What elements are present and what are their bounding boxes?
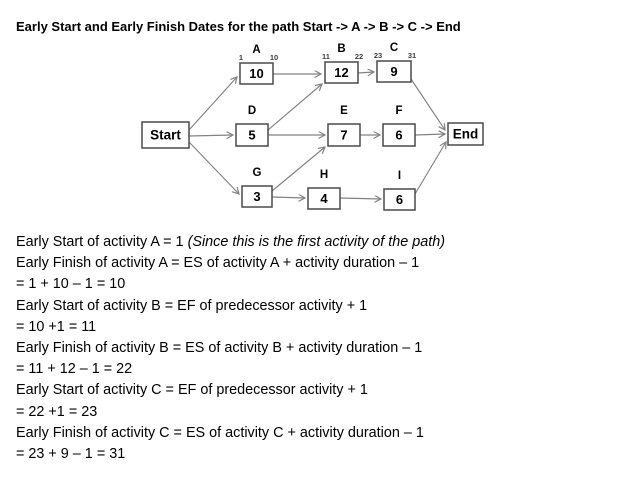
line-text: = 11 + 12 – 1 = 22 [16,361,133,378]
node-F: 6F [382,105,416,147]
node-H: 4H [307,169,341,210]
node-duration: 3 [253,189,260,204]
edge-C-end [410,78,445,130]
node-B: 12 B 11 22 [322,43,363,84]
edge-H-I [339,198,381,199]
node-label: Start [150,128,181,143]
line-text: = 22 +1 = 23 [16,403,98,420]
line-text: Early Finish of activity A = ES of activ… [16,255,420,272]
explanation-line-2: Early Finish of activity A = ES of activ… [16,253,626,274]
node-E: 7E [327,105,361,147]
line-text: = 10 +1 = 11 [16,318,97,335]
activity-letter: D [248,105,256,117]
node-label: End [453,127,479,142]
node-A: 10 A1 10 [239,44,278,85]
line-text: Early Start of activity C = EF of predec… [16,382,368,399]
node-D: 5D [235,105,269,147]
node-duration: 12 [334,65,348,80]
node-start: Start [141,121,190,149]
explanation-line-3: = 1 + 10 – 1 = 10 [16,274,626,295]
activity-letter: B [337,43,345,55]
edge-F-end [414,134,445,135]
edge-start-A [188,77,237,131]
slide-title: Early Start and Early Finish Dates for t… [16,19,461,34]
node-end: End [447,122,484,146]
node-duration: 6 [396,192,403,207]
early-finish-value: 22 [355,52,363,61]
explanation-text: Early Start of activity A = 1 (Since thi… [16,232,626,465]
node-duration: 4 [320,191,328,206]
early-finish-value: 10 [270,53,278,62]
edge-start-D [188,135,233,136]
early-start-value: 23 [374,51,382,60]
line-text: Early Finish of activity B = ES of activ… [16,340,423,357]
explanation-line-6: Early Finish of activity B = ES of activ… [16,338,626,359]
activity-letter: I [398,170,401,182]
edge-G-H [271,197,305,198]
node-C: 9 C 23 31 [374,42,416,83]
line-text: Early Finish of activity C = ES of activ… [16,424,424,441]
explanation-line-10: Early Finish of activity C = ES of activ… [16,423,626,444]
line-text: = 1 + 10 – 1 = 10 [16,276,126,293]
explanation-line-1: Early Start of activity A = 1 (Since thi… [16,232,626,253]
edge-I-end [414,142,446,195]
edge-D-B [267,84,322,131]
line-text: Early Start of activity A = 1 [16,234,188,250]
edge-B-C [357,72,374,73]
explanation-line-7: = 11 + 12 – 1 = 22 [16,359,626,380]
node-duration: 5 [248,128,255,143]
activity-letter: G [253,167,262,179]
early-finish-value: 31 [408,51,416,60]
activity-letter: F [395,105,402,117]
explanation-line-9: = 22 +1 = 23 [16,402,626,423]
node-I: 6I [383,170,416,211]
line-text-italic: (Since this is the first activity of the… [187,234,446,250]
activity-letter: E [340,105,348,117]
node-duration: 6 [395,128,402,143]
explanation-line-4: Early Start of activity B = EF of predec… [16,296,626,317]
activity-letter: A [252,44,260,56]
node-duration: 10 [249,66,263,81]
node-duration: 9 [390,64,397,79]
explanation-line-5: = 10 +1 = 11 [16,317,626,338]
line-text: = 23 + 9 – 1 = 31 [16,446,126,463]
edge-start-G [188,141,239,194]
activity-letter: C [390,42,398,54]
early-start-value: 1 [239,53,243,62]
node-duration: 7 [340,128,347,143]
early-start-value: 11 [322,52,330,61]
explanation-line-11: = 23 + 9 – 1 = 31 [16,444,626,465]
node-G: 3G [241,167,273,208]
explanation-line-8: Early Start of activity C = EF of predec… [16,380,626,401]
activity-letter: H [320,169,328,181]
edge-G-E [271,147,325,192]
line-text: Early Start of activity B = EF of predec… [16,297,368,314]
